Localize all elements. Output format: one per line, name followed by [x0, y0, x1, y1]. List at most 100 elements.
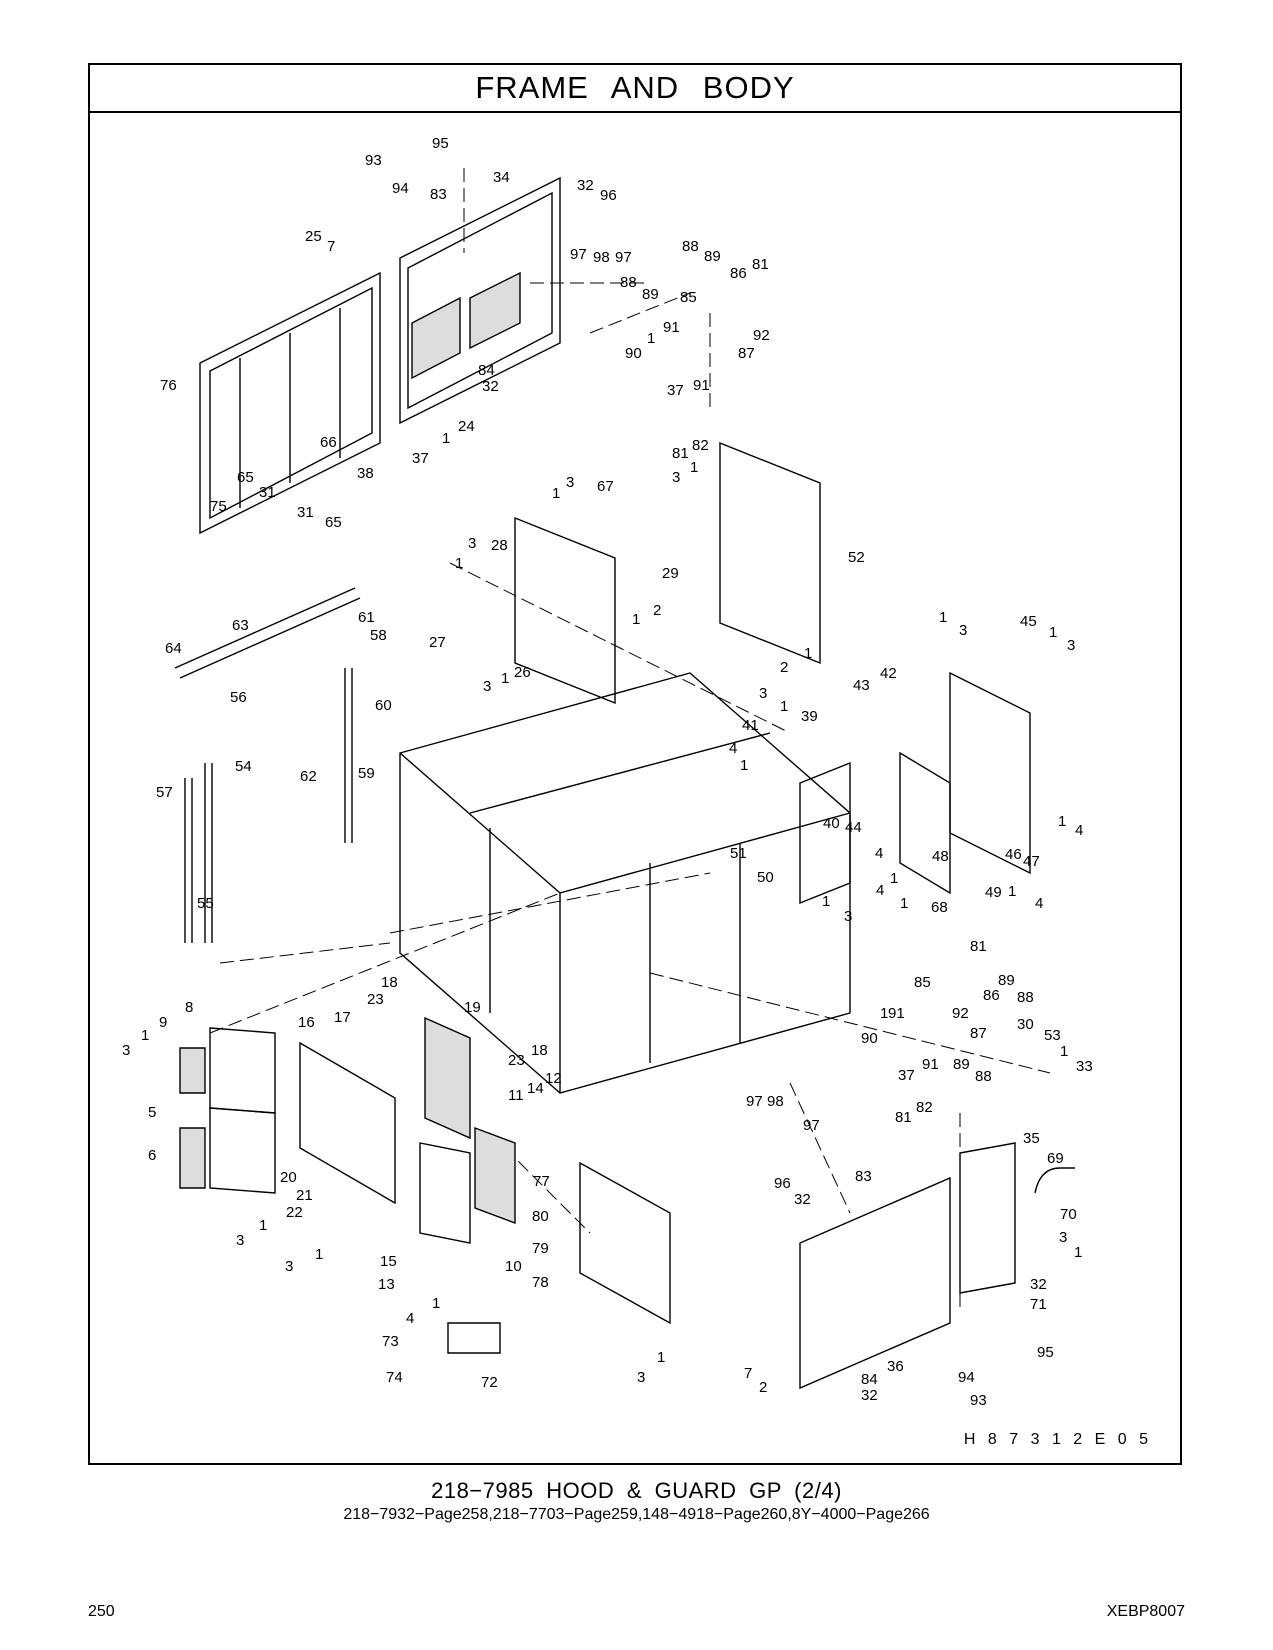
- callout: 88: [975, 1068, 992, 1085]
- callout: 3: [1067, 637, 1076, 654]
- callout: 19: [464, 999, 481, 1016]
- callout: 69: [1047, 1150, 1064, 1167]
- title-bar: FRAME AND BODY: [90, 65, 1180, 113]
- callout: 1: [690, 459, 699, 476]
- callout: 85: [914, 974, 931, 991]
- callout: 3: [468, 535, 477, 552]
- callout: 49: [985, 884, 1002, 901]
- callout: 12: [545, 1070, 562, 1087]
- foam-19: [424, 1016, 471, 1140]
- callout: 64: [165, 640, 182, 657]
- callout: 1: [1058, 813, 1067, 830]
- callout: 36: [887, 1358, 904, 1375]
- callout: 44: [845, 819, 862, 836]
- callout: 97: [570, 246, 587, 263]
- callout: 67: [597, 478, 614, 495]
- door-36: [799, 1176, 951, 1390]
- drawing-code: H 8 7 3 1 2 E 0 5: [963, 1431, 1152, 1448]
- document-id: XEBP8007: [1106, 1603, 1185, 1620]
- callout: 4: [1075, 822, 1084, 839]
- callout: 62: [300, 768, 317, 785]
- callout: 3: [672, 469, 681, 486]
- callout: 31: [259, 484, 276, 501]
- callout: 95: [432, 135, 449, 152]
- callout: 45: [1020, 613, 1037, 630]
- callout: 72: [481, 1374, 498, 1391]
- callout: 81: [672, 445, 689, 462]
- callout: 98: [593, 249, 610, 266]
- callout: 56: [230, 689, 247, 706]
- callout: 95: [1037, 1344, 1054, 1361]
- callout: 57: [156, 784, 173, 801]
- callout: 32: [1030, 1276, 1047, 1293]
- callout: 26: [514, 664, 531, 681]
- panel-45: [949, 671, 1031, 875]
- callout: 83: [855, 1168, 872, 1185]
- parts-illustration: [174, 168, 1075, 1390]
- callout: 81: [970, 938, 987, 955]
- callout: 4: [876, 882, 885, 899]
- callout: 70: [1060, 1206, 1077, 1223]
- callout: 92: [753, 327, 770, 344]
- callout: 97: [615, 249, 632, 266]
- callout: 37: [898, 1067, 915, 1084]
- callout: 1: [647, 330, 656, 347]
- foam-11: [474, 1126, 516, 1225]
- callout: 66: [320, 434, 337, 451]
- callout: 33: [1076, 1058, 1093, 1075]
- rods: [174, 587, 361, 943]
- callout: 35: [1023, 1130, 1040, 1147]
- callout: 91: [888, 1005, 905, 1022]
- callout: 13: [378, 1276, 395, 1293]
- callout: 65: [325, 514, 342, 531]
- callout: 37: [412, 450, 429, 467]
- foam-6: [179, 1127, 206, 1189]
- panel-5: [209, 1107, 276, 1194]
- callout: 42: [880, 665, 897, 682]
- group-title: 218−7985 HOOD & GUARD GP (2/4): [431, 1478, 842, 1503]
- callout: 54: [235, 758, 252, 775]
- callout: 1: [1074, 1244, 1083, 1261]
- callout: 1: [1060, 1043, 1069, 1060]
- callout: 92: [952, 1005, 969, 1022]
- callout: 90: [861, 1030, 878, 1047]
- door-frame-top: [399, 176, 561, 425]
- callout: 1: [632, 611, 641, 628]
- callout: 89: [642, 286, 659, 303]
- callout: 21: [296, 1187, 313, 1204]
- callout: 7: [744, 1365, 753, 1382]
- callout: 23: [367, 991, 384, 1008]
- callout: 84: [861, 1371, 878, 1388]
- panel-8: [209, 1027, 276, 1114]
- callout: 91: [922, 1056, 939, 1073]
- callout: 1: [455, 555, 464, 572]
- callout: 96: [774, 1175, 791, 1192]
- callout: 25: [305, 228, 322, 245]
- callout: 48: [932, 848, 949, 865]
- callout: 37: [667, 382, 684, 399]
- callout: 86: [730, 265, 747, 282]
- page-title: FRAME AND BODY: [475, 70, 795, 105]
- callout: 94: [958, 1369, 975, 1386]
- callout: 1: [740, 757, 749, 774]
- callout: 9: [159, 1014, 168, 1031]
- callout: 87: [738, 345, 755, 362]
- callout: 1: [822, 893, 831, 910]
- callout: 78: [532, 1274, 549, 1291]
- callout: 1: [552, 485, 561, 502]
- callout: 1: [804, 645, 813, 662]
- callout: 3: [285, 1258, 294, 1275]
- callout: 18: [381, 974, 398, 991]
- side-panel-52: [719, 441, 821, 665]
- callout: 4: [1035, 895, 1044, 912]
- callout: 34: [493, 169, 510, 186]
- assembly-leaders: [209, 168, 1051, 1313]
- callout: 32: [794, 1191, 811, 1208]
- callout: 93: [365, 152, 382, 169]
- callout: 91: [663, 319, 680, 336]
- callout: 47: [1023, 853, 1040, 870]
- callout: 1: [141, 1027, 150, 1044]
- callout: 55: [197, 895, 214, 912]
- callout: 5: [148, 1104, 157, 1121]
- callout: 1: [432, 1295, 441, 1312]
